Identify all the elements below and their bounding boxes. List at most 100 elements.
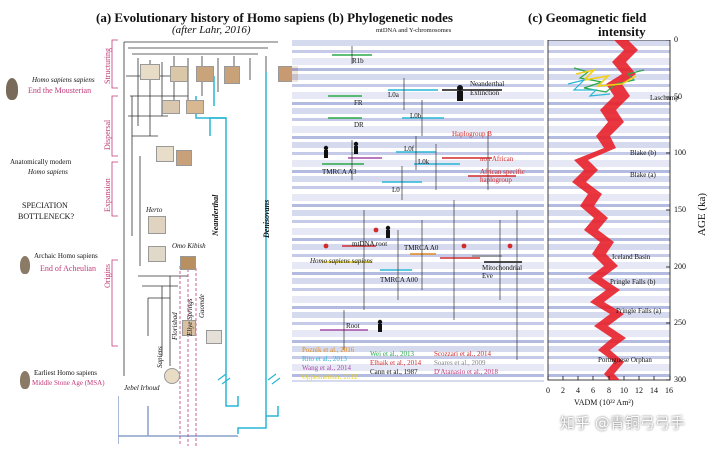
stage-expansion: Expansion (103, 178, 112, 212)
ytick: 250 (674, 318, 686, 327)
node-tmrca-a00: TMRCA A00 (380, 276, 418, 284)
xtick: 10 (620, 386, 628, 395)
node-root: Root (346, 322, 360, 330)
x-axis-label: VADM (10²² Am²) (574, 398, 634, 407)
geomagnetic-chart (544, 40, 720, 451)
event-portuguese-orphan: Portuguese Orphan (598, 356, 652, 364)
site-guomde: Guomde (198, 294, 206, 318)
stone-tool-icon (6, 78, 18, 100)
stage-structuring: Structuring (103, 48, 112, 84)
site-eliye-springs: Eliye Springs (186, 298, 194, 336)
skull-icon (148, 246, 166, 262)
watermark: 知乎 @青铜弓弓手 (560, 412, 685, 433)
skull-icon (224, 66, 240, 84)
skull-icon (206, 330, 222, 344)
skull-icon (140, 64, 160, 80)
reference: Oppenheimer, 2012 (302, 373, 357, 382)
label-main: Earliest Homo sapiens (34, 369, 97, 377)
panel-c-title-2: intensity (598, 24, 646, 40)
label-main: Anatomically modern (10, 158, 71, 166)
node-african-specific: African specific haplogroup (480, 168, 540, 184)
node-tmrca-a0: TMRCA A0 (404, 244, 438, 252)
node-dr: DR (354, 121, 364, 129)
reference: Poznik et al., 2016 (302, 346, 357, 355)
xtick: 8 (607, 386, 611, 395)
label-sub: End the Mousterian (28, 86, 91, 95)
reference: Scozzari et al., 2014 (434, 350, 498, 359)
lineage-denisovans: Denisovans (262, 200, 271, 238)
references-mid: Wei et al., 2013 Elhaik et al., 2014 Can… (370, 350, 421, 377)
stage-origins: Origins (103, 264, 112, 288)
xtick: 12 (635, 386, 643, 395)
event-iceland-basin: Iceland Basin (612, 253, 650, 261)
ytick: 200 (674, 262, 686, 271)
node-haplogroup-b: Haplogroup B (452, 130, 492, 138)
skull-icon (186, 100, 204, 114)
reference: Wang et al., 2014 (302, 364, 357, 373)
flake-tool-icon (20, 371, 30, 389)
node-homo-sapiens-sapiens: Homo sapiens sapiens (310, 257, 373, 265)
panel-b-title: (b) Phylogenetic nodes (328, 10, 453, 26)
event-pringle-falls-a: Pringle Falls (a) (616, 307, 661, 315)
node-l0f: L0f (404, 145, 414, 153)
skull-icon (170, 66, 188, 82)
label-main: Archaic Homo sapiens (34, 252, 98, 260)
xtick: 14 (650, 386, 658, 395)
label-sub: Homo sapiens (28, 168, 68, 176)
references-left: Poznik et al., 2016 Rito et al., 2013 Wa… (302, 346, 357, 382)
reference: Cann et al., 1987 (370, 368, 421, 377)
label-main: Homo sapiens sapiens (32, 76, 95, 84)
skull-icon (180, 256, 196, 270)
hand-axe-icon (20, 256, 30, 274)
skull-icon (196, 66, 214, 82)
ytick: 100 (674, 148, 686, 157)
event-blake-a: Blake (a) (630, 171, 656, 179)
label-sub: End of Acheulian (40, 264, 96, 273)
neanderthal-extinction-note: Neanderthal Extinction (470, 80, 530, 98)
lineage-neanderthal: Neanderthal (211, 195, 220, 236)
site-herto: Herto (146, 206, 162, 214)
node-r1b: R1b (352, 57, 364, 65)
ytick: 300 (674, 375, 686, 384)
reference: Rito et al., 2013 (302, 355, 357, 364)
node-l0a: L0a (388, 91, 399, 99)
label-sub: Middle Stone Age (MSA) (32, 379, 105, 387)
skull-icon (162, 100, 180, 114)
site-florisbad: Florisbad (171, 312, 179, 340)
node-l0b: L0b (410, 112, 421, 120)
node-l0k: L0k (418, 158, 429, 166)
y-axis-label: AGE (ka) (696, 193, 708, 236)
ytick: 0 (674, 35, 678, 44)
node-mitochondrial-eve: Mitochondrial Eve (482, 264, 526, 280)
xtick: 6 (591, 386, 595, 395)
node-mtdna-root: mtDNA root (352, 240, 387, 248)
panel-a-subtitle: (after Lahr, 2016) (172, 24, 251, 36)
label-main: SPECIATION (22, 201, 68, 210)
node-tmrca-a3: TMRCA A3 (322, 168, 356, 176)
xtick: 0 (546, 386, 550, 395)
site-sapiens: Sapiens (156, 346, 164, 368)
skull-icon (176, 150, 192, 166)
reference: Wei et al., 2013 (370, 350, 421, 359)
xtick: 16 (665, 386, 673, 395)
reference: Soares et al., 2009 (434, 359, 498, 368)
panel-b-subtitle: mtDNA and Y-chromosomes (376, 27, 451, 34)
site-omo-kibish: Omo Kibish (172, 242, 206, 250)
stage-dispersal: Dispersal (103, 120, 112, 150)
event-pringle-falls-b: Pringle Falls (b) (610, 278, 656, 286)
skull-icon (148, 216, 166, 234)
label-sub: BOTTLENECK? (18, 212, 74, 221)
references-right: Scozzari et al., 2014 Soares et al., 200… (434, 350, 498, 377)
event-blake-b: Blake (b) (630, 149, 656, 157)
site-jebel-irhoud: Jebel Irhoud (124, 384, 159, 392)
reference: Elhaik et al., 2014 (370, 359, 421, 368)
xtick: 2 (561, 386, 565, 395)
reference: D'Atanasio et al., 2018 (434, 368, 498, 377)
ytick: 150 (674, 205, 686, 214)
node-l0: L0 (392, 186, 400, 194)
skull-icon (156, 146, 174, 162)
xtick: 4 (576, 386, 580, 395)
node-non-african: non African (480, 155, 513, 163)
skull-icon (164, 368, 180, 384)
node-fr: FR (354, 99, 363, 107)
